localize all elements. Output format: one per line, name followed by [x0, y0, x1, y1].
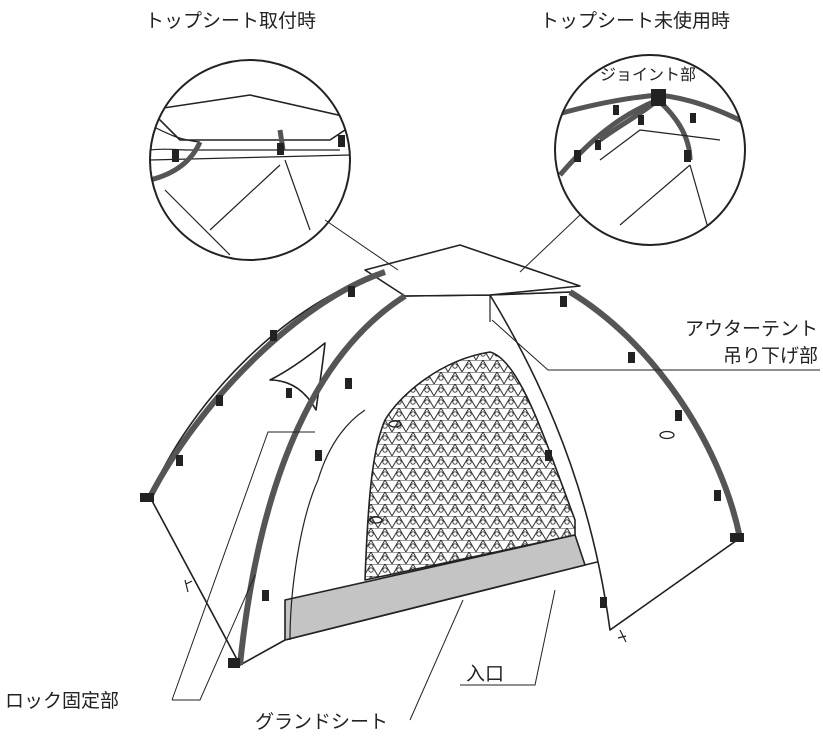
zoom-top-sheet-unused: [519, 54, 746, 273]
top-sheet: [364, 244, 581, 297]
tent-main: [140, 244, 744, 668]
label-top-sheet-attached: トップシート取付時: [145, 10, 316, 32]
zoom-top-sheet-attached: [149, 59, 399, 271]
vent-window: [269, 342, 326, 411]
label-outer-tent-line1: アウターテント: [685, 318, 818, 340]
pole-right: [568, 289, 743, 539]
label-joint: ジョイント部: [600, 65, 696, 84]
leader-lines: [171, 319, 820, 721]
ground-sheet: [284, 534, 586, 641]
label-lock: ロック固定部: [5, 690, 119, 712]
label-ground-sheet: グランドシート: [255, 711, 388, 733]
label-top-sheet-unused: トップシート未使用時: [540, 10, 730, 32]
label-outer-tent-line2: 吊り下げ部: [723, 345, 818, 367]
label-entrance: 入口: [466, 663, 504, 685]
pole-front: [237, 293, 407, 666]
mesh-door: [364, 351, 576, 581]
